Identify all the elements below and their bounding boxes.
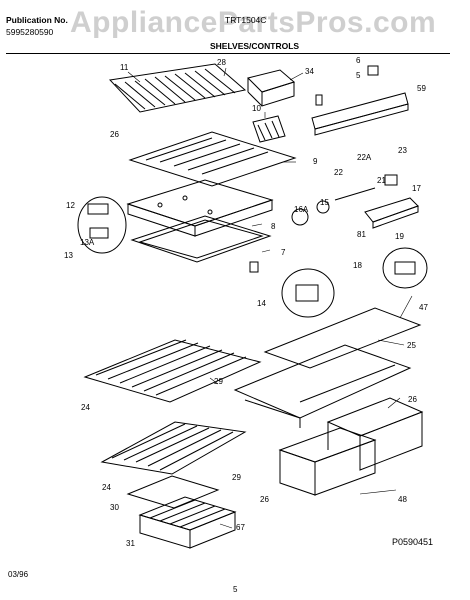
callout-31: 31 — [126, 539, 135, 548]
shelf-frame-lower — [126, 179, 274, 237]
callout-34: 34 — [305, 67, 314, 76]
callout-19: 19 — [395, 232, 404, 241]
model-number: TRT1504C — [225, 15, 267, 25]
callout-67: 67 — [236, 523, 245, 532]
callout-25: 25 — [407, 341, 416, 350]
shelf-frame-upper — [128, 131, 297, 187]
callout-29-lower: 29 — [232, 473, 241, 482]
callout-7: 7 — [281, 248, 286, 257]
control-rail — [311, 65, 409, 136]
crisper-drawers — [278, 397, 424, 496]
callout-59: 59 — [417, 84, 426, 93]
callout-23: 23 — [398, 146, 407, 155]
callout-22: 22 — [334, 168, 343, 177]
callout-28: 28 — [217, 58, 226, 67]
publication-label: Publication No. — [6, 15, 68, 25]
callout-5: 5 — [356, 71, 361, 80]
callout-10: 10 — [252, 104, 261, 113]
callout-9: 9 — [313, 157, 318, 166]
callout-15: 15 — [320, 198, 329, 207]
control-knobs — [291, 187, 376, 226]
callout-29-middle: 29 — [214, 377, 223, 386]
page-number: 5 — [233, 585, 238, 594]
light-socket-detail — [281, 268, 335, 318]
light-shield — [252, 115, 286, 143]
meat-drawer — [138, 496, 237, 549]
callout-30: 30 — [110, 503, 119, 512]
diagram-reference-code: P0590451 — [392, 537, 434, 547]
callout-12: 12 — [66, 201, 75, 210]
callout-14: 14 — [257, 299, 266, 308]
revision-date: 03/96 — [8, 570, 29, 579]
thermostat-housing — [364, 174, 428, 289]
dairy-bin — [247, 69, 296, 107]
wire-shelf-top — [108, 63, 247, 113]
glass-shelf-crisper — [233, 307, 422, 428]
callout-16A: 16A — [294, 205, 309, 214]
callout-leaders — [127, 67, 413, 529]
wire-shelf-lower — [100, 421, 247, 475]
callout-24-lower: 24 — [102, 483, 111, 492]
callout-21: 21 — [377, 176, 386, 185]
callout-13A: 13A — [80, 238, 95, 247]
callout-48: 48 — [398, 495, 407, 504]
light-switch — [249, 261, 259, 273]
callout-17: 17 — [412, 184, 421, 193]
callout-11: 11 — [120, 63, 129, 72]
callout-47: 47 — [419, 303, 428, 312]
callout-81: 81 — [357, 230, 366, 239]
callout-26-right: 26 — [408, 395, 417, 404]
shelf-bracket — [77, 196, 127, 254]
callout-8: 8 — [271, 222, 276, 231]
section-title: SHELVES/CONTROLS — [210, 41, 300, 51]
callout-6: 6 — [356, 56, 361, 65]
callout-13: 13 — [64, 251, 73, 260]
crisper-cover-small — [126, 475, 220, 509]
publication-number: 5995280590 — [6, 27, 54, 37]
support-tray — [130, 215, 272, 263]
callout-24-middle: 24 — [81, 403, 90, 412]
header-rule — [6, 53, 450, 54]
callout-26-lower: 26 — [260, 495, 269, 504]
callout-22A: 22A — [357, 153, 372, 162]
watermark: AppliancePartsPros.com — [70, 6, 437, 39]
callout-18: 18 — [353, 261, 362, 270]
callout-26: 26 — [110, 130, 119, 139]
wire-shelf-middle — [83, 339, 262, 403]
